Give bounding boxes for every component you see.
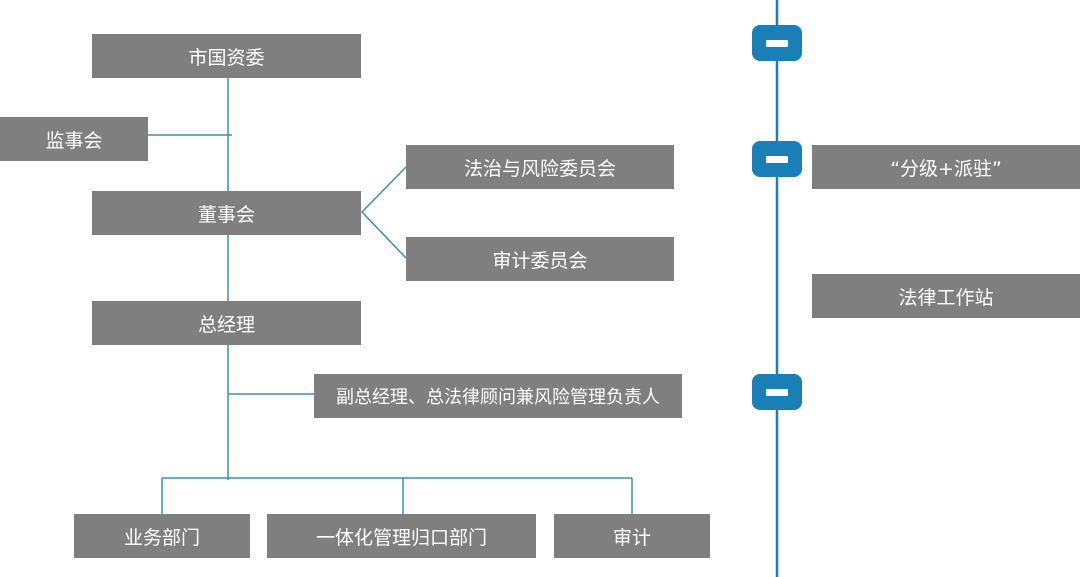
committee-fork [360, 166, 407, 259]
timeline-item-label: “分级+派驻” [890, 157, 1002, 180]
general-manager-label: 总经理 [197, 313, 255, 336]
shareholder-box: 市国资委 [92, 34, 361, 78]
timeline-item-legal-station: 法律工作站 [812, 274, 1080, 318]
committee-box-audit: 审计委员会 [406, 237, 674, 281]
timeline-marker [752, 374, 802, 410]
board-box: 董事会 [92, 191, 361, 235]
committee-box-risk: 法治与风险委员会 [406, 145, 674, 189]
department-box-audit: 审计 [554, 514, 710, 558]
deputy-label: 副总经理、总法律顾问兼风险管理负责人 [336, 387, 660, 408]
timeline-item-label: 法律工作站 [898, 286, 994, 309]
minus-icon [766, 388, 788, 396]
department-label: 业务部门 [123, 526, 200, 549]
deputy-box: 副总经理、总法律顾问兼风险管理负责人 [314, 374, 682, 418]
timeline-item-tiered: “分级+派驻” [812, 145, 1080, 189]
committee-label: 审计委员会 [492, 249, 588, 272]
minus-icon [766, 39, 788, 47]
supervisory-board-box: 监事会 [0, 117, 148, 161]
board-label: 董事会 [197, 203, 255, 226]
department-label: 审计 [612, 526, 651, 549]
minus-icon [766, 155, 788, 163]
department-box-business: 业务部门 [74, 514, 250, 558]
department-box-integrated: 一体化管理归口部门 [267, 514, 536, 558]
general-manager-box: 总经理 [92, 301, 361, 345]
timeline-marker [752, 25, 802, 61]
committee-label: 法治与风险委员会 [463, 157, 616, 180]
timeline-marker [752, 141, 802, 177]
shareholder-label: 市国资委 [188, 46, 265, 69]
department-label: 一体化管理归口部门 [315, 526, 487, 549]
supervisory-board-label: 监事会 [45, 129, 103, 152]
